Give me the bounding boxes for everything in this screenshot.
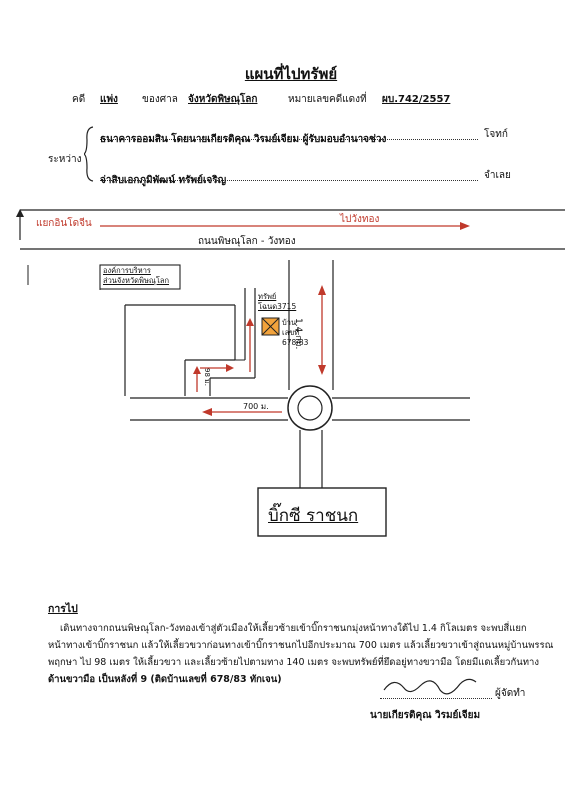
brace [82, 126, 94, 182]
signature-line [380, 688, 492, 699]
defendant-line: จ่าสิบเอกภูมิพัฒน์ ทรัพย์เจริญ [100, 168, 478, 186]
plaintiff-name: ธนาคารออมสิน โดยนายเกียรติคุณ วิรมย์เจีย… [100, 134, 387, 145]
case-number-label: หมายเลขคดีแดงที่ [288, 94, 367, 105]
directions-line3: พฤกษา ไป 98 เมตร ให้เลี้ยวขวา และเลี้ยวซ… [48, 657, 539, 668]
house-label-line3: 678/83 [282, 338, 309, 347]
directions-heading: การไป [48, 603, 78, 615]
property-label-line2: โฉนด3715 [258, 302, 297, 311]
defendant-name: จ่าสิบเอกภูมิพัฒน์ ทรัพย์เจริญ [100, 175, 227, 186]
court-label: ของศาล [142, 94, 178, 105]
case-number: ผบ.742/2557 [382, 94, 451, 105]
plaintiff-role: โจทก์ [484, 129, 508, 140]
directions-line4: ด้านขวามือ เป็นหลังที่ 9 (ติดบ้านเลขที่ … [48, 674, 282, 685]
between-label: ระหว่าง [48, 154, 82, 165]
office-label: องค์การบริหาร ส่วนจังหวัดพิษณุโลก [103, 266, 169, 286]
bigc-building [257, 487, 387, 537]
direction-label: ไปวังทอง [340, 214, 380, 225]
map-drawing [16, 209, 565, 537]
junction-label: แยกอินโดจีน [36, 218, 92, 229]
distance-98m: 98 ม. [203, 368, 211, 386]
directions-line2: หน้าทางเข้าบิ๊กราชนก แล้วให้เลี้ยวขวาก่อ… [48, 640, 554, 651]
main-road-label: ถนนพิษณุโลก - วังทอง [198, 236, 296, 247]
signer-name: นายเกียรติคุณ วิรมย์เจียม [370, 710, 481, 721]
roundabout [287, 385, 333, 431]
page-title: แผนที่ไปทรัพย์ [244, 65, 338, 83]
house-label: บ้าน เลขที่ 678/83 [282, 318, 308, 348]
property-label-line1: ทรัพย์ [258, 292, 277, 301]
court-name: จังหวัดพิษณุโลก [188, 94, 258, 105]
defendant-role: จำเลย [484, 170, 511, 181]
distance-1-4km: 1.4 กม. [293, 318, 303, 350]
destination-label: บิ๊กซี ราชนก [268, 506, 359, 526]
signer-role: ผู้จัดทำ [495, 688, 526, 699]
house-label-line1: บ้าน [282, 318, 297, 327]
signature [383, 678, 477, 695]
case-type: แพ่ง [100, 94, 118, 105]
plaintiff-line: ธนาคารออมสิน โดยนายเกียรติคุณ วิรมย์เจีย… [100, 127, 478, 145]
property-label: ทรัพย์ โฉนด3715 [258, 292, 296, 312]
office-label-line2: ส่วนจังหวัดพิษณุโลก [103, 276, 170, 285]
distance-700m: 700 ม. [243, 402, 269, 411]
case-label: คดี [72, 94, 86, 105]
office-label-line1: องค์การบริหาร [103, 266, 151, 275]
house-label-line2: เลขที่ [282, 328, 300, 337]
directions-line1: เดินทางจากถนนพิษณุโลก-วังทองเข้าสู่ตัวเม… [60, 623, 527, 634]
